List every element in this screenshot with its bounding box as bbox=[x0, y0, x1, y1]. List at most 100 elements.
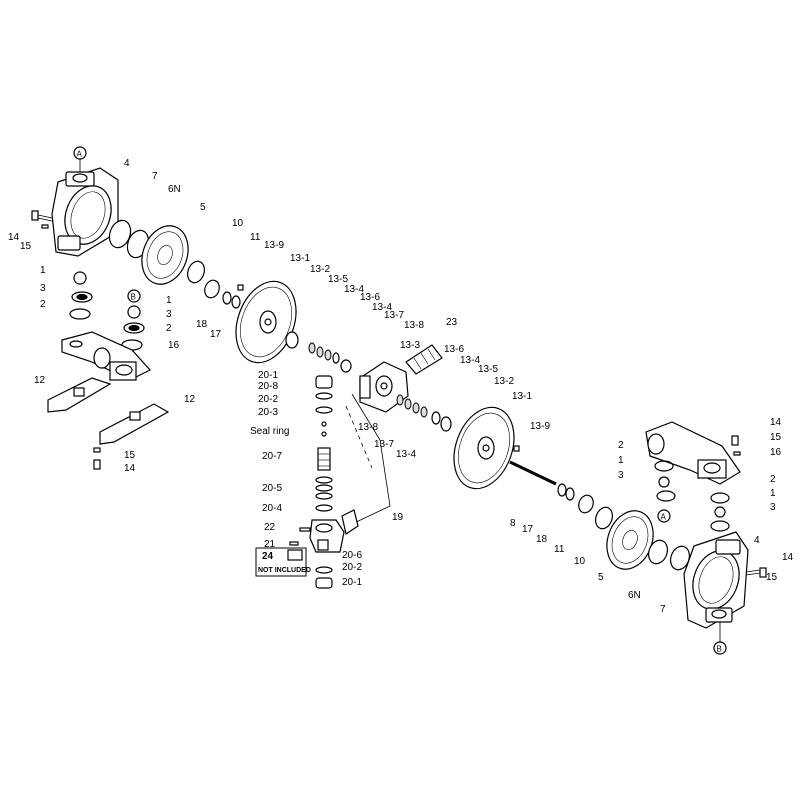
ring-18-right bbox=[565, 487, 575, 501]
muffler-23 bbox=[405, 344, 443, 375]
oring-2-c bbox=[654, 460, 674, 472]
label-l14-r: 14 bbox=[770, 417, 782, 428]
label-l1-r: 1 bbox=[618, 455, 624, 466]
gasket-13-2-top bbox=[285, 331, 299, 349]
label-l8-r: 8 bbox=[510, 518, 516, 529]
center-body-13-3 bbox=[359, 361, 409, 413]
label-l3-r: 3 bbox=[618, 470, 624, 481]
label-l20-7: 20-7 bbox=[262, 451, 282, 462]
label-l19: 19 bbox=[392, 512, 404, 523]
label-l13-9-top: 13-9 bbox=[264, 240, 284, 251]
label-l13-9-r: 13-9 bbox=[530, 421, 550, 432]
label-l13-8-top: 13-8 bbox=[404, 320, 424, 331]
label-l7-top: 7 bbox=[152, 171, 158, 182]
bolt-top-left bbox=[31, 210, 53, 229]
label-l13-6-r: 13-6 bbox=[444, 344, 464, 355]
ball-1-a bbox=[73, 271, 87, 285]
label-l2-a: 2 bbox=[40, 299, 46, 310]
label-l24: 24 bbox=[262, 551, 274, 562]
shaft-8 bbox=[509, 460, 557, 486]
dashed-guide-1 bbox=[345, 405, 373, 469]
label-l13-4-top2: 13-4 bbox=[372, 302, 392, 313]
label-l5-top: 5 bbox=[200, 202, 206, 213]
ring-17-top bbox=[231, 295, 241, 309]
label-l15-left2: 15 bbox=[124, 450, 136, 461]
bolt-manifold-right bbox=[731, 435, 741, 456]
plate-13-1-top bbox=[235, 280, 297, 364]
label-l20-8: 20-8 bbox=[258, 381, 278, 392]
label-l10-top: 10 bbox=[232, 218, 244, 229]
label-l13-7-b: 13-7 bbox=[374, 439, 394, 450]
label-l16-r: 16 bbox=[770, 447, 782, 458]
label-l4-r: 4 bbox=[754, 535, 760, 546]
ball-1-c bbox=[658, 476, 670, 488]
label-l1-a: 1 bbox=[40, 265, 46, 276]
label-l17-left: 17 bbox=[210, 329, 222, 340]
label-l13-4-r: 13-4 bbox=[460, 355, 480, 366]
pin-13-9-right bbox=[513, 445, 520, 452]
ring-stack-13-right bbox=[396, 394, 452, 432]
label-l7-r: 7 bbox=[660, 604, 666, 615]
ring-17-right bbox=[557, 483, 567, 497]
label-l23: 23 bbox=[446, 317, 458, 328]
label-l20-5: 20-5 bbox=[262, 483, 282, 494]
label-l2-b: 2 bbox=[166, 323, 172, 334]
label-l18-left: 18 bbox=[196, 319, 208, 330]
label-l16-left: 16 bbox=[168, 340, 180, 351]
ring-11-top bbox=[204, 279, 220, 299]
oring-2-a bbox=[69, 308, 91, 320]
ball-1-d bbox=[714, 506, 726, 518]
diaphragm-5-top bbox=[141, 225, 189, 285]
label-l3-r2: 3 bbox=[770, 502, 776, 513]
ring-18-top bbox=[222, 291, 232, 305]
label-l20-4: 20-4 bbox=[262, 503, 282, 514]
label-l3-b: 3 bbox=[166, 309, 172, 320]
callout-a-top-text: A bbox=[77, 150, 83, 159]
disc-6n-right bbox=[647, 539, 669, 565]
label-l20-2-t: 20-2 bbox=[258, 394, 278, 405]
seat-3-d bbox=[710, 520, 730, 532]
label-l13-7-top: 13-7 bbox=[384, 310, 404, 321]
outer-chamber-top bbox=[51, 167, 119, 257]
label-l13-1-r: 13-1 bbox=[512, 391, 532, 402]
label-l13-4-top: 13-4 bbox=[344, 284, 364, 295]
bolt-foot-left bbox=[93, 447, 101, 470]
label-l20-3: 20-3 bbox=[258, 407, 278, 418]
label-l12-left2: 12 bbox=[184, 394, 196, 405]
foot-12-bottom bbox=[99, 403, 170, 445]
pin-21 bbox=[289, 541, 299, 546]
label-l4-top: 4 bbox=[124, 158, 130, 169]
gasket-19 bbox=[341, 509, 359, 535]
callout-b-left bbox=[127, 289, 141, 303]
label-l14-r2: 14 bbox=[782, 552, 794, 563]
ring-stack-13-top bbox=[308, 342, 352, 373]
part-24 bbox=[287, 549, 303, 561]
callout-b-bottom-text: B bbox=[717, 645, 722, 654]
label-l12-left: 12 bbox=[34, 375, 46, 386]
label-l20-6: 20-6 bbox=[342, 550, 362, 561]
oring-2-d bbox=[710, 492, 730, 504]
label-l6N-r: 6N bbox=[628, 590, 641, 601]
manifold-16-left bbox=[61, 331, 151, 381]
label-l20-1-t: 20-1 bbox=[258, 370, 278, 381]
plate-13-1-right bbox=[453, 406, 515, 490]
label-l18-r: 18 bbox=[536, 534, 548, 545]
air-valve-stack bbox=[309, 375, 345, 589]
label-l13-1-top: 13-1 bbox=[290, 253, 310, 264]
pin-13-9-top bbox=[237, 284, 244, 291]
outer-chamber-right bbox=[683, 531, 749, 629]
label-l13-3: 13-3 bbox=[400, 340, 420, 351]
pin-22 bbox=[299, 527, 311, 532]
ring-10-right bbox=[594, 506, 614, 530]
label-l21: 21 bbox=[264, 539, 276, 550]
bolt-bottom-right bbox=[745, 567, 767, 578]
label-l2-r2: 2 bbox=[770, 474, 776, 485]
label-l13-5-r: 13-5 bbox=[478, 364, 498, 375]
label-l6N-top: 6N bbox=[168, 184, 181, 195]
ball-1-b bbox=[127, 305, 141, 319]
label-l14-left2: 14 bbox=[124, 463, 136, 474]
ring-11-right bbox=[578, 494, 594, 514]
label-lseal: Seal ring bbox=[250, 426, 289, 437]
label-l15-left: 15 bbox=[20, 241, 32, 252]
